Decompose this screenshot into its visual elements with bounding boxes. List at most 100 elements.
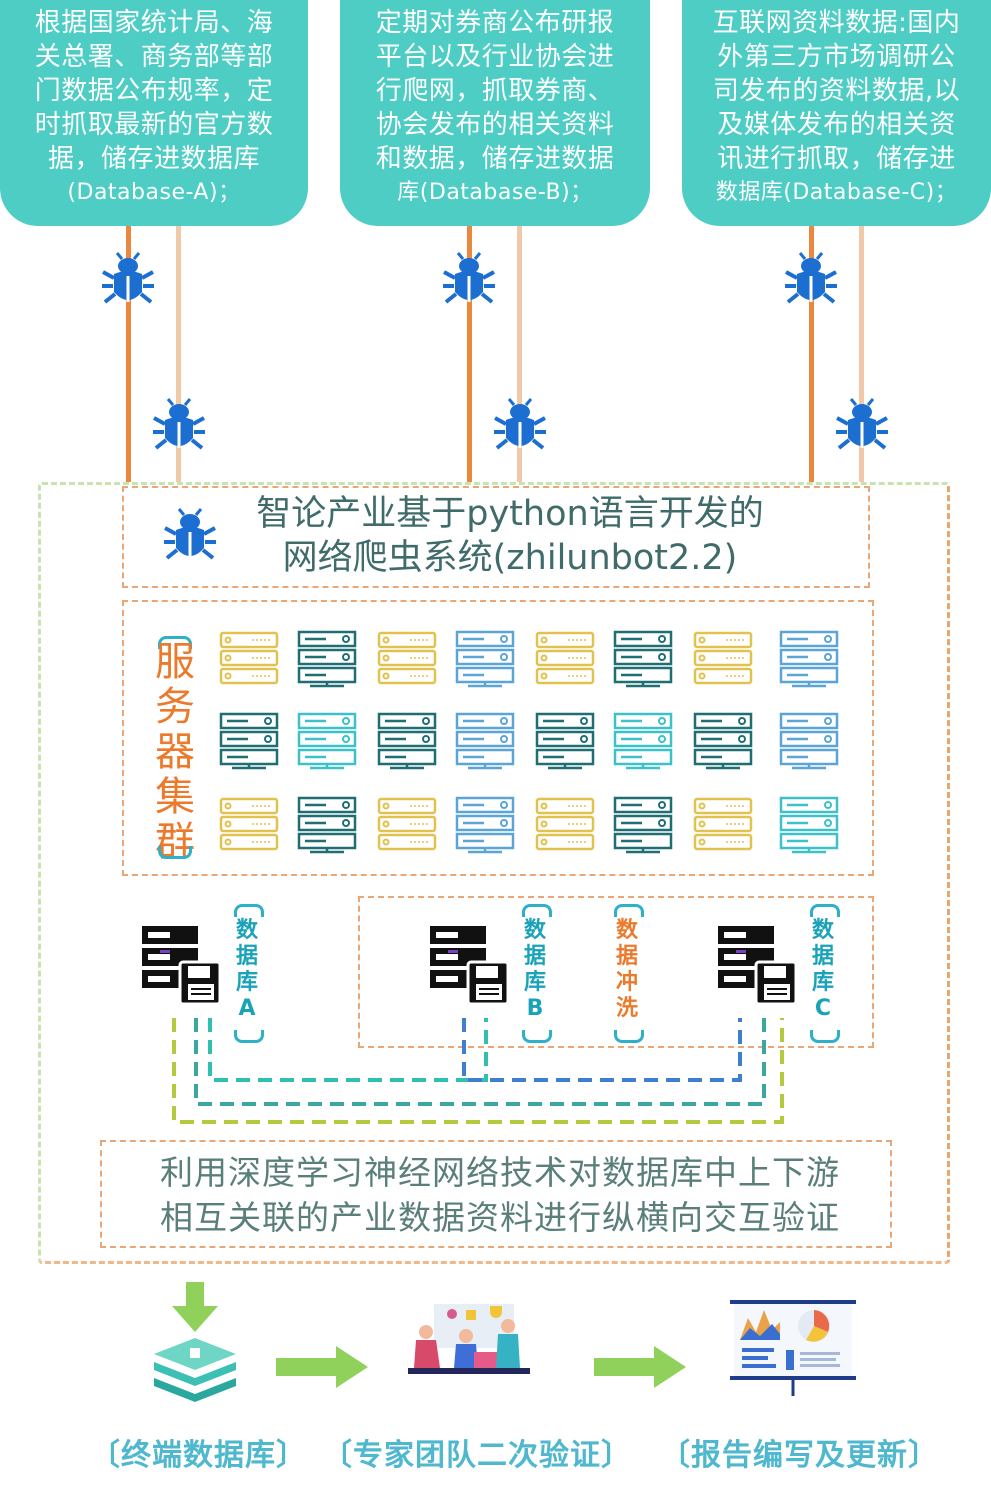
database-label-bracket-top [614, 904, 644, 917]
server-icon [535, 712, 595, 770]
bug-icon [162, 508, 218, 560]
source-box-a: 根据国家统计局、海 关总署、商务部等部 门数据公布规率，定 时抓取最新的官方数 … [0, 0, 308, 226]
database-label-char: C [814, 996, 832, 1021]
server-cluster-box [122, 600, 874, 876]
database-label-bracket-bottom [614, 1030, 644, 1043]
database-label-char: B [526, 996, 544, 1021]
source-c-line: 及媒体发布的相关资 [717, 110, 956, 140]
source-a-database: (Database-A)； [67, 180, 241, 205]
source-a-line: 时抓取最新的官方数 [34, 110, 274, 140]
crawler-system-box [122, 486, 870, 588]
server-icon [535, 797, 595, 851]
connector-line [517, 226, 522, 482]
database-b-icon [428, 924, 510, 1006]
database-label-char: 数 [811, 918, 834, 943]
terminal-database-icon [154, 1338, 236, 1402]
server-icon [613, 796, 673, 854]
server-icon [455, 796, 515, 854]
cluster-bracket-bottom [158, 846, 192, 859]
source-b-line: 和数据，储存进数据 [375, 144, 615, 174]
source-box-b: 定期对券商公布研报 平台以及行业协会进 行爬网，抓取券商、 协会发布的相关资料 … [340, 0, 650, 226]
source-a-line: 门数据公布规率，定 [34, 76, 274, 106]
database-label-bracket-bottom [810, 1030, 840, 1043]
connector-line [467, 226, 472, 482]
down-arrow-icon [172, 1282, 218, 1332]
source-c-line: 讯进行抓取，储存进 [717, 144, 956, 174]
server-icon [377, 712, 437, 770]
server-icon [693, 631, 753, 685]
connector-line [126, 226, 131, 482]
database-label-char: 数 [523, 918, 546, 943]
source-b-line: 定期对券商公布研报 [375, 8, 615, 38]
source-a-line: 据，储存进数据库 [47, 144, 260, 174]
database-label-char: 据 [615, 944, 638, 969]
server-icon [613, 712, 673, 770]
expert-team-icon [408, 1304, 530, 1374]
database-label-char: 据 [523, 944, 546, 969]
cross-validation-box [100, 1140, 892, 1248]
server-icon [297, 630, 357, 688]
database-label-bracket-top [234, 904, 264, 917]
bug-icon [441, 252, 497, 304]
server-icon [455, 712, 515, 770]
server-icon [455, 630, 515, 688]
bug-icon [834, 398, 890, 450]
right-arrow-icon [276, 1346, 368, 1388]
database-label-char: 据 [811, 944, 834, 969]
cross-validation-line2: 相互关联的产业数据资料进行纵横向交互验证 [160, 1198, 840, 1237]
server-icon [377, 797, 437, 851]
source-b-line: 行爬网，抓取券商、 [375, 76, 615, 106]
database-label-char: 库 [811, 970, 834, 995]
server-icon [219, 712, 279, 770]
database-label-bracket-bottom [522, 1030, 552, 1043]
output-label-terminal-database: 〔终端数据库〕 [90, 1438, 307, 1473]
database-label-char: 数 [615, 918, 638, 943]
connector-line [176, 226, 181, 482]
server-icon [219, 797, 279, 851]
cluster-bracket-top [158, 636, 192, 649]
server-icon [297, 712, 357, 770]
crawler-system-title-line2: 网络爬虫系统(zhilunbot2.2) [282, 538, 738, 578]
database-label-bracket-top [522, 904, 552, 917]
server-icon [779, 712, 839, 770]
server-icon [693, 712, 753, 770]
bug-icon [151, 398, 207, 450]
database-links [172, 1018, 784, 1124]
crawler-system-title: 智论产业基于python语言开发的 网络爬虫系统(zhilunbot2.2) [230, 492, 790, 580]
output-label-report-update: 〔报告编写及更新〕 [660, 1438, 939, 1473]
database-label-char: A [238, 996, 256, 1021]
server-icon [297, 796, 357, 854]
database-label-char: 库 [523, 970, 546, 995]
report-board-icon [730, 1300, 856, 1396]
database-c-icon [716, 924, 798, 1006]
source-box-c: 互联网资料数据:国内 外第三方市场调研公 司发布的资料数据,以 及媒体发布的相关… [682, 0, 991, 226]
output-label-expert-verification: 〔专家团队二次验证〕 [322, 1438, 632, 1473]
database-label-char: 洗 [615, 996, 638, 1021]
source-c-database: 数据库(Database-C)； [715, 180, 958, 205]
source-a-line: 根据国家统计局、海 [34, 8, 274, 38]
crawler-system-title-line1: 智论产业基于python语言开发的 [256, 494, 764, 534]
server-icon [535, 631, 595, 685]
cross-validation-line1: 利用深度学习神经网络技术对数据库中上下游 [160, 1153, 840, 1192]
source-c-line: 互联网资料数据:国内 [712, 8, 961, 38]
server-icon [779, 796, 839, 854]
source-c-line: 司发布的资料数据,以 [712, 76, 961, 106]
connector-line [809, 226, 814, 482]
database-label-char: 冲 [615, 970, 638, 995]
database-label-bracket-top [810, 904, 840, 917]
source-a-line: 关总署、商务部等部 [34, 42, 274, 72]
database-label-char: 数 [235, 918, 258, 943]
server-icon [377, 631, 437, 685]
source-b-line: 协会发布的相关资料 [375, 110, 615, 140]
database-label-bracket-bottom [234, 1030, 264, 1043]
process-outer-frame [38, 482, 950, 1264]
database-a-icon [140, 924, 222, 1006]
server-icon [219, 631, 279, 685]
database-label: 数据冲洗 [612, 918, 642, 1022]
server-icon [693, 797, 753, 851]
source-b-database: 库(Database-B)； [397, 180, 593, 205]
cross-validation-text: 利用深度学习神经网络技术对数据库中上下游 相互关联的产业数据资料进行纵横向交互验… [110, 1150, 890, 1240]
right-arrow-icon [594, 1346, 686, 1388]
